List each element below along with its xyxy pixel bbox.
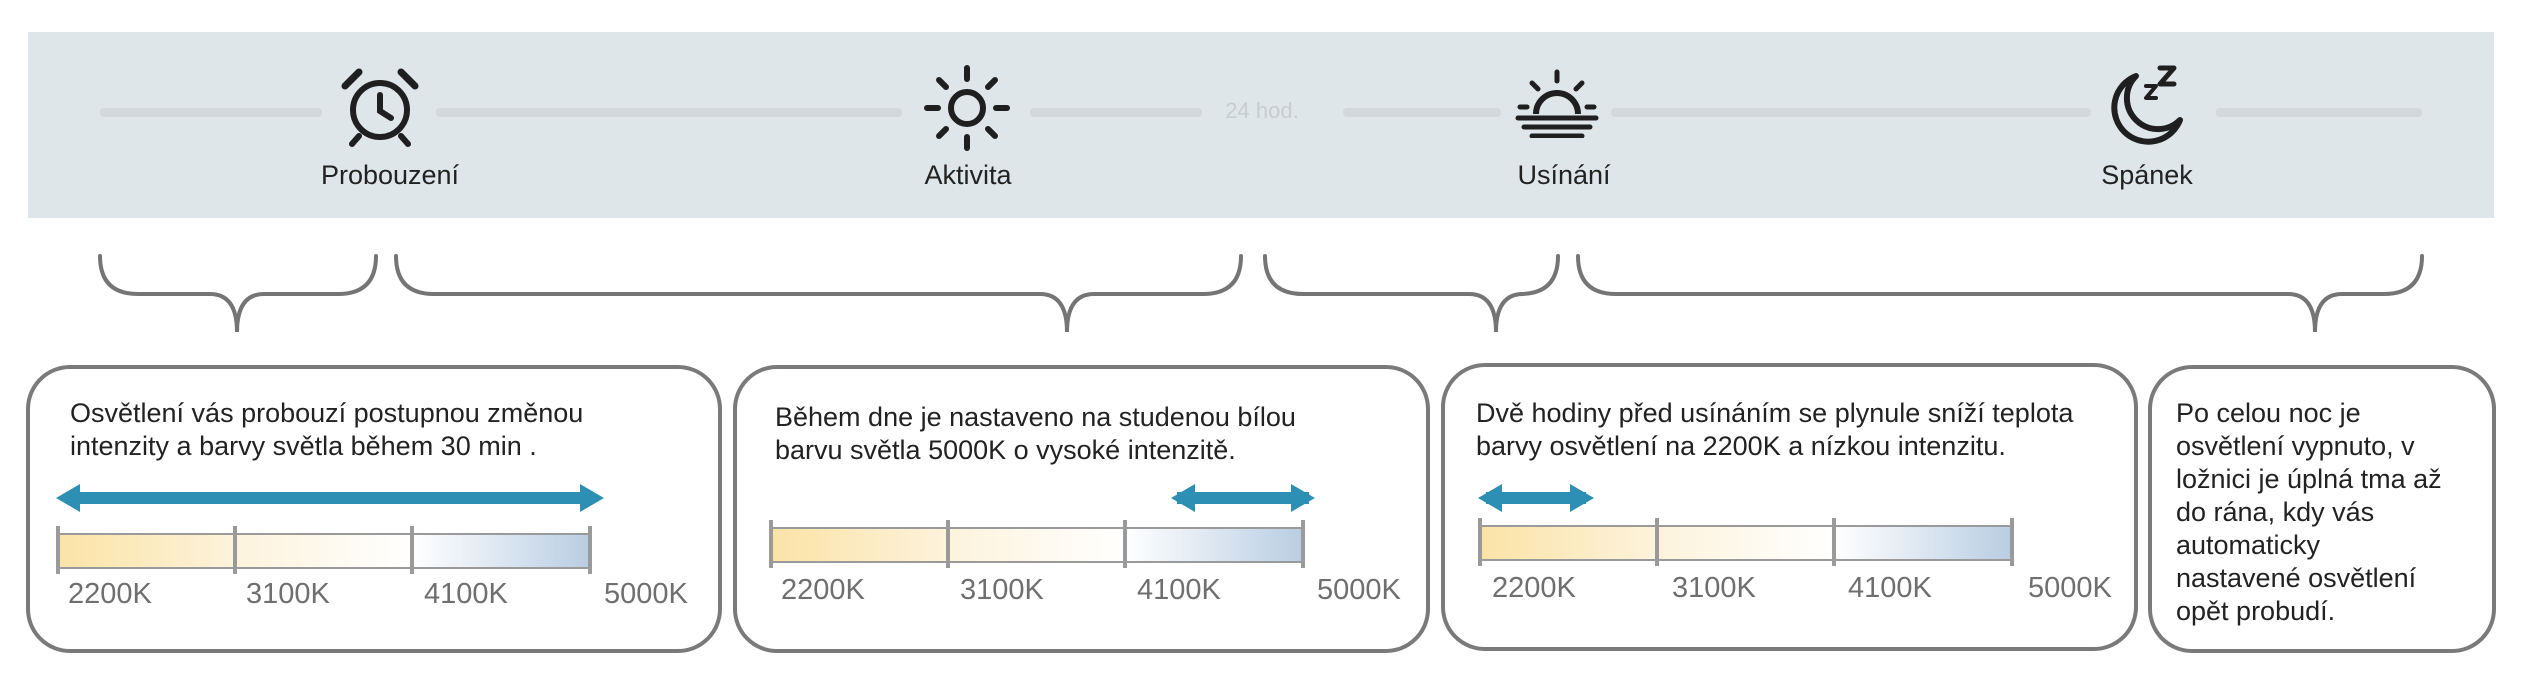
scale-segment-neutral — [235, 534, 412, 568]
card-text-line: osvětlení vypnuto, v — [2176, 431, 2415, 461]
tick-label: 4100K — [1848, 572, 1932, 604]
phase-label: Probouzení — [320, 160, 460, 190]
tick-label: 4100K — [1137, 574, 1221, 606]
card-text-line: Během dne je nastaveno na studenou bílou — [775, 402, 1296, 432]
phase-label: Spánek — [2101, 160, 2193, 190]
brace — [1576, 254, 2424, 333]
card-text: Osvětlení vás probouzí postupnou změnou … — [70, 397, 583, 463]
range-arrow — [56, 484, 604, 512]
phase-label: Aktivita — [924, 160, 1012, 190]
range-arrow — [1171, 484, 1315, 512]
timeline-line — [1030, 108, 1202, 117]
color-temperature-scale — [769, 484, 1315, 568]
sun-icon — [924, 65, 1010, 151]
alarm-clock-icon — [341, 68, 419, 147]
scale-segment-warm — [771, 528, 948, 562]
info-card — [733, 365, 1430, 653]
phase-label: Usínání — [1517, 160, 1611, 190]
tick-label: 5000K — [2028, 572, 2112, 604]
card-text: Dvě hodiny před usínáním se plynule sníž… — [1476, 397, 2073, 463]
scale-segment-neutral — [1657, 526, 1834, 560]
brace — [1263, 254, 1560, 333]
timeline-line — [2216, 108, 2422, 117]
tick-label: 5000K — [1317, 574, 1401, 606]
scale-segment-neutral — [948, 528, 1125, 562]
brace — [98, 254, 378, 333]
tick-label: 2200K — [1492, 572, 1576, 604]
timeline-banner — [28, 32, 2494, 218]
card-text-line: Po celou noc je — [2176, 398, 2361, 428]
card-text: Během dne je nastaveno na studenou bílou… — [775, 401, 1296, 467]
timeline-line — [1343, 108, 1501, 117]
card-text-line: barvy osvětlení na 2200K a nízkou intenz… — [1476, 431, 2006, 461]
scale-segment-warm — [58, 534, 235, 568]
info-card — [26, 365, 722, 653]
tick-label: 3100K — [1672, 572, 1756, 604]
timeline-line — [1611, 108, 2091, 117]
color-temperature-scale — [56, 484, 604, 574]
scale-segment-cool — [412, 534, 590, 568]
scale-segment-cool — [1125, 528, 1303, 562]
card-text-line: intenzity a barvy světla během 30 min . — [70, 431, 537, 461]
tick-label: 3100K — [960, 574, 1044, 606]
card-text-line: opět probudí. — [2176, 596, 2336, 626]
sunset-icon — [1515, 69, 1599, 138]
tick-label: 3100K — [246, 578, 330, 610]
card-text-line: barvu světla 5000K o vysoké intenzitě. — [775, 435, 1236, 465]
card-text-line: do rána, kdy vás — [2176, 497, 2375, 527]
card-text-line: nastavené osvětlení — [2176, 563, 2417, 593]
color-temperature-scale — [1478, 484, 2014, 566]
moon-sleep-icon — [2111, 65, 2183, 145]
tick-label: 2200K — [68, 578, 152, 610]
scale-segment-warm — [1480, 526, 1657, 560]
card-text-line: Osvětlení vás probouzí postupnou změnou — [70, 398, 584, 428]
tick-label: 5000K — [604, 578, 688, 610]
timeline-line — [436, 108, 902, 117]
card-text: Po celou noc je osvětlení vypnuto, v lož… — [2176, 397, 2442, 628]
range-arrow — [1478, 484, 1594, 512]
hours-label: 24 hod. — [1225, 98, 1299, 123]
tick-label: 2200K — [781, 574, 865, 606]
card-text-line: Dvě hodiny před usínáním se plynule sníž… — [1476, 398, 2074, 428]
info-card — [1441, 363, 2138, 651]
tick-label: 4100K — [424, 578, 508, 610]
timeline-line — [100, 108, 322, 117]
info-card — [2148, 365, 2496, 653]
scale-segment-cool — [1834, 526, 2012, 560]
card-text-line: automaticky — [2176, 530, 2321, 560]
card-text-line: ložnici je úplná tma až — [2176, 464, 2442, 494]
brace — [394, 254, 1243, 333]
